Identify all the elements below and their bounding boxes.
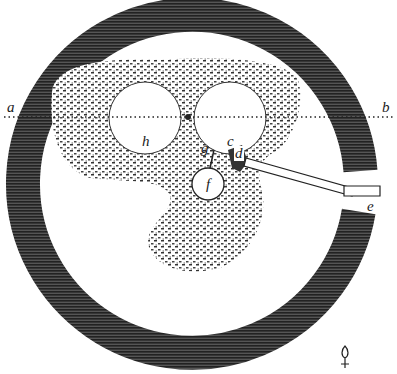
part-letter: a: [6, 100, 16, 115]
part-letter: b: [381, 100, 391, 115]
duct: [210, 150, 214, 168]
part-letter: g: [200, 141, 210, 156]
part-letter: f: [206, 177, 210, 192]
section-line: [4, 116, 393, 118]
symbol: [341, 346, 349, 368]
dot: [185, 114, 191, 120]
part-letter: e: [366, 199, 375, 214]
body-d: [228, 145, 248, 172]
part-letter: d: [234, 146, 244, 161]
tube: [244, 158, 352, 196]
opening: [344, 186, 380, 196]
cavity: [109, 82, 181, 154]
part-letter: h: [141, 134, 151, 149]
small-cavity: f: [191, 167, 225, 201]
outer-ring: [23, 15, 361, 353]
